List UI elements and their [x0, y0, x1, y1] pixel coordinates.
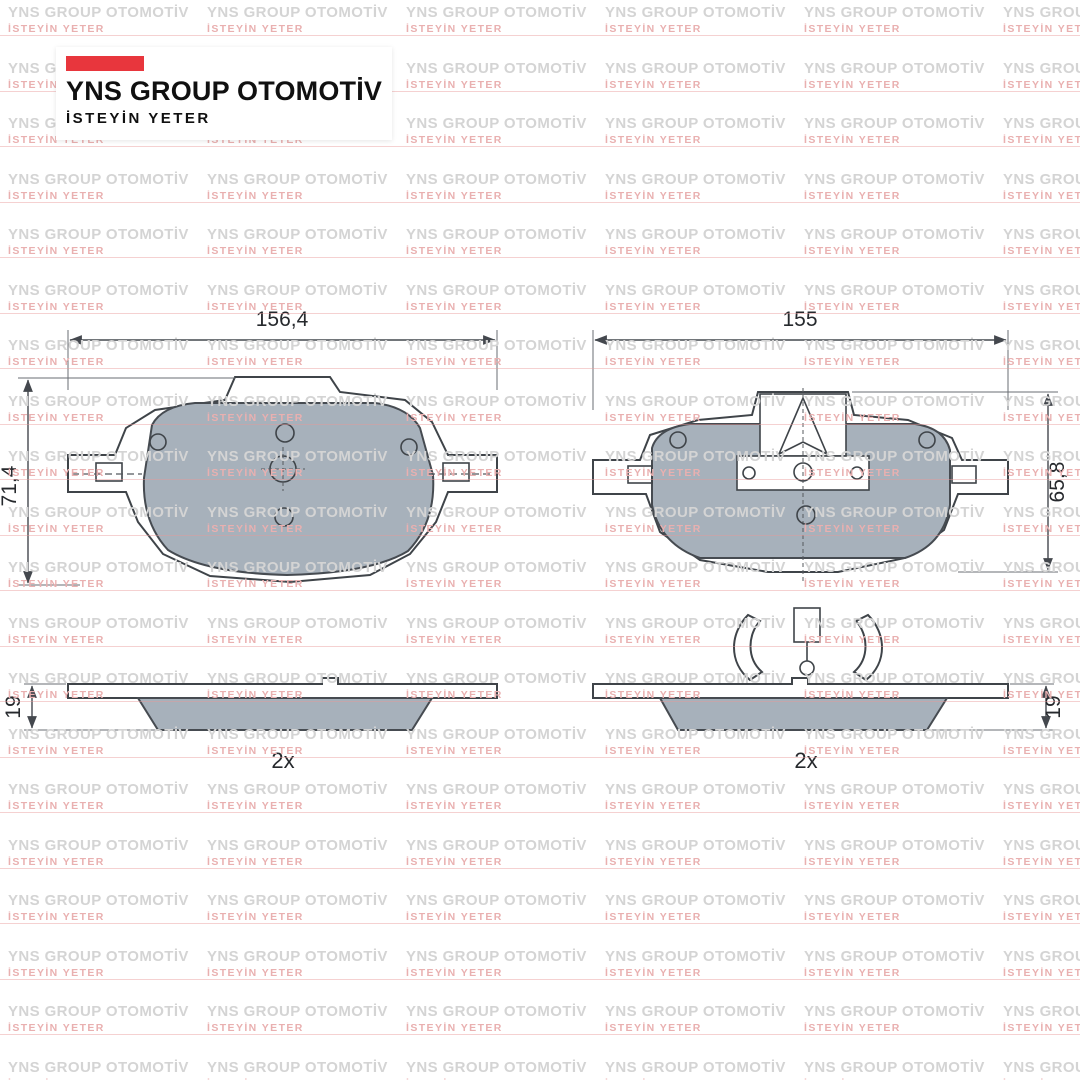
left-pad-side-friction: [136, 697, 434, 731]
watermark-underline: [0, 146, 1080, 147]
right-pad-quantity-label: 2x: [794, 748, 817, 773]
left-pad-width-dimension: 156,4: [67, 308, 498, 390]
left-pad-right-lug: [442, 462, 470, 482]
left-pad-thickness-dimension: 19: [2, 683, 156, 731]
right-pad-center-hole: [793, 462, 813, 482]
left-pad-front-view: [67, 376, 498, 584]
left-pad-hole: [274, 507, 294, 527]
right-pad-width-label: 155: [782, 308, 817, 331]
left-pad-hole: [275, 423, 295, 443]
right-pad-height-label: 65,8: [1046, 462, 1069, 503]
right-pad-left-lug: [627, 465, 653, 484]
right-pad-front-view: [592, 388, 1009, 582]
right-pad-side-view: [592, 607, 1009, 731]
right-pad-side-plate: [592, 677, 1009, 699]
left-pad-side-view: [67, 677, 498, 731]
right-pad-bracket-hole: [742, 466, 756, 480]
right-pad-thickness-dimension: 19: [930, 683, 1065, 731]
right-pad-bracket-hole: [850, 466, 864, 480]
left-pad-quantity-label: 2x: [271, 748, 294, 773]
right-pad-spring-clip-right: [852, 613, 883, 682]
logo-tagline: İSTEYİN YETER: [66, 110, 211, 128]
watermark-underline: [0, 35, 1080, 36]
left-pad-left-lug: [95, 462, 123, 482]
right-pad-right-lug: [951, 465, 977, 484]
right-pad-side-friction: [658, 697, 949, 731]
right-pad-hole: [669, 431, 687, 449]
brake-pad-technical-drawing: 156,4 71,4: [0, 308, 1069, 773]
watermark-underline: [0, 201, 1080, 203]
brand-logo: YNS GROUP OTOMOTİV İSTEYİN YETER: [56, 47, 392, 140]
right-pad-hole: [796, 505, 816, 525]
right-pad-hole: [918, 431, 936, 449]
left-pad-width-label: 156,4: [256, 308, 309, 331]
left-pad-friction-material: [142, 402, 435, 577]
left-pad-thickness-label: 19: [2, 695, 25, 718]
logo-title: YNS GROUP OTOMOTİV: [66, 76, 383, 106]
right-pad-spring-clip-eye: [799, 660, 815, 676]
right-pad-height-dimension: 65,8: [852, 391, 1069, 573]
left-pad-height-label: 71,4: [0, 465, 21, 506]
right-pad-width-dimension: 155: [592, 308, 1009, 410]
left-pad-side-plate: [67, 677, 498, 699]
left-pad-hole: [149, 433, 167, 451]
right-pad-friction-material: [651, 423, 951, 559]
right-pad-spring-clip-stem: [793, 607, 821, 643]
left-pad-height-dimension: 71,4: [0, 377, 235, 586]
right-pad-spring-clip-left: [733, 613, 764, 682]
logo-accent-bar: [66, 56, 144, 71]
right-pad-thickness-label: 19: [1042, 695, 1065, 718]
watermark-underline: [0, 257, 1080, 258]
left-pad-hole: [400, 438, 418, 456]
right-pad-wear-indicator: [777, 395, 829, 456]
